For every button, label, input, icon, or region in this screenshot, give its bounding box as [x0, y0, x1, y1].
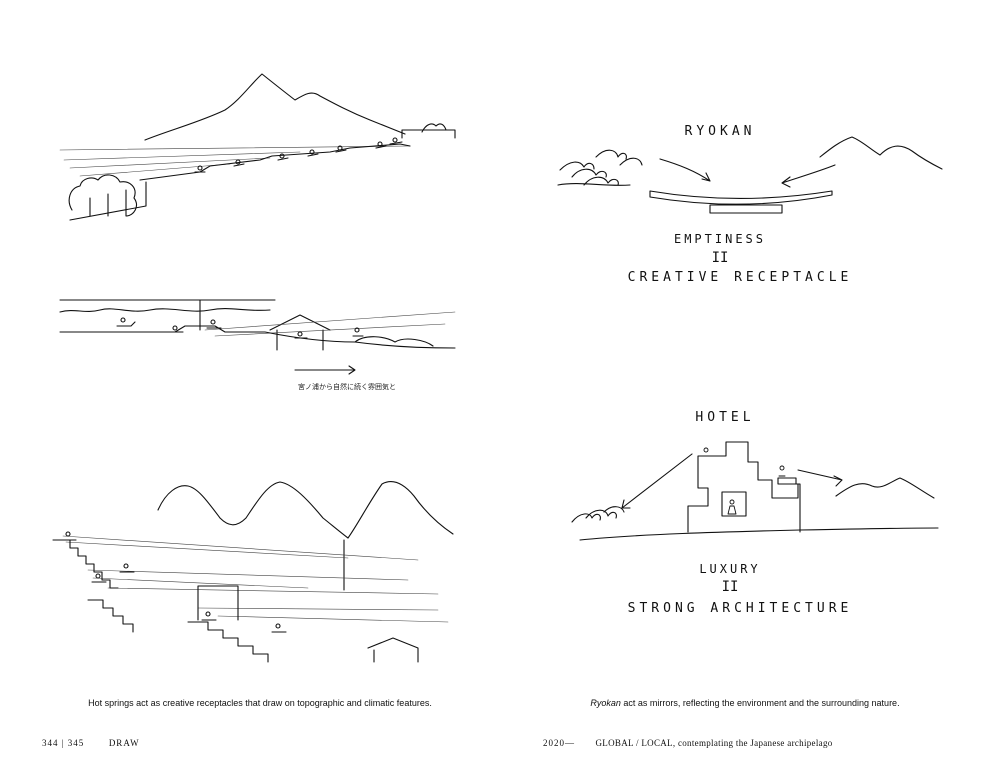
stepped-hillside-sketch	[52, 481, 454, 663]
wave-sketch	[571, 506, 625, 523]
handwritten-note: 宮ノ浦から自然に続く雰囲気と	[298, 383, 396, 391]
bather-figure-sketch	[116, 317, 364, 339]
caption-text: act as mirrors, reflecting the environme…	[620, 698, 900, 708]
ryokan-result: CREATIVE RECEPTACLE	[627, 270, 853, 285]
hotel-diagram-sketch	[571, 441, 939, 541]
right-folio: 2020— GLOBAL / LOCAL, contemplating the …	[543, 738, 833, 748]
hot-spring-terrace-sketch	[59, 73, 456, 221]
ryokan-title: RYOKAN	[684, 124, 756, 139]
ryokan-equals: II	[711, 250, 729, 266]
wave-sketch	[557, 149, 643, 186]
ryokan-diagram-sketch	[557, 136, 943, 214]
bather-figure-sketch	[194, 137, 403, 173]
ryokan-term: EMPTINESS	[673, 232, 767, 246]
left-caption: Hot springs act as creative receptacles …	[88, 698, 432, 708]
mountain-ridge-sketch	[144, 73, 406, 141]
left-folio: 344 | 345 DRAW	[42, 738, 140, 748]
mountain-ridge-sketch	[819, 136, 943, 170]
mountain-ridge-sketch	[835, 477, 935, 499]
hotel-building-sketch	[687, 441, 801, 533]
arrow-sketch	[294, 365, 356, 375]
arrow-sketch	[797, 469, 843, 487]
roof-section-sketch	[59, 299, 456, 375]
tree-cluster-sketch	[68, 174, 137, 217]
receptacle-dish-sketch	[649, 190, 833, 205]
page-numbers: 344 | 345	[42, 738, 85, 748]
folio-year: 2020—	[543, 738, 575, 748]
arrow-sketch	[781, 164, 836, 188]
arrow-sketch	[659, 158, 711, 182]
arrow-sketch	[621, 453, 693, 509]
hotel-title: HOTEL	[695, 410, 755, 425]
right-caption: Ryokan act as mirrors, reflecting the en…	[545, 698, 945, 708]
hotel-result: STRONG ARCHITECTURE	[627, 601, 853, 616]
bather-figure-sketch	[61, 531, 287, 633]
hotel-term: LUXURY	[699, 562, 761, 576]
section-title: DRAW	[108, 738, 140, 748]
mountain-ridge-sketch	[157, 481, 454, 539]
caption-italic-term: Ryokan	[590, 698, 621, 708]
hotel-equals: II	[721, 579, 739, 595]
folio-title: GLOBAL / LOCAL, contemplating the Japane…	[595, 738, 833, 748]
